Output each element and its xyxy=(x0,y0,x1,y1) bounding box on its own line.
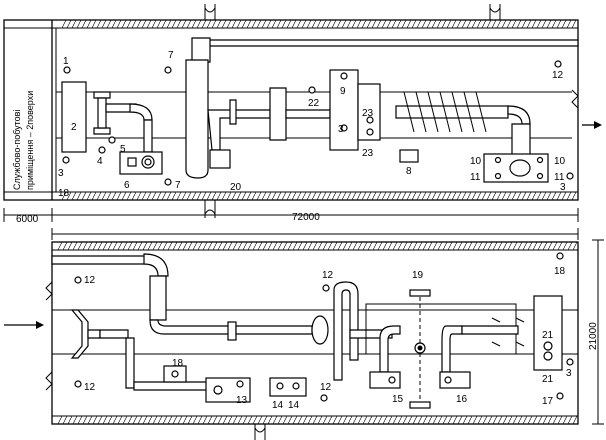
service-room-label-line2: приміщення – 2поверхи xyxy=(25,91,35,190)
svg-text:21: 21 xyxy=(542,374,554,385)
service-room-label: Службово-побутові xyxy=(12,110,22,190)
svg-text:20: 20 xyxy=(230,182,242,193)
dimension-total-length: 72000 xyxy=(292,212,320,223)
portal-mark-bottom xyxy=(254,424,266,440)
marker-holes-top xyxy=(62,60,574,186)
portal-marks-top xyxy=(204,4,501,218)
svg-text:17: 17 xyxy=(542,396,554,407)
svg-text:6: 6 xyxy=(124,180,130,191)
dimension-bay-width: 21000 xyxy=(588,322,599,350)
break-mark-left-2 xyxy=(45,371,53,391)
dimension-service-width: 6000 xyxy=(16,214,39,225)
svg-text:23: 23 xyxy=(362,148,374,159)
svg-text:15: 15 xyxy=(392,394,404,405)
equipment-23 xyxy=(357,83,381,141)
svg-text:22: 22 xyxy=(308,98,320,109)
equipment-6 xyxy=(119,151,163,175)
svg-text:8: 8 xyxy=(406,166,412,177)
top-return-pipe xyxy=(196,39,579,47)
bottom-bay-outline xyxy=(51,241,579,425)
svg-text:12: 12 xyxy=(322,270,334,281)
equipment-9 xyxy=(329,69,359,151)
equipment-14 xyxy=(269,377,307,397)
svg-text:5: 5 xyxy=(120,144,126,155)
svg-text:3: 3 xyxy=(58,168,64,179)
svg-text:3: 3 xyxy=(338,124,344,135)
svg-text:11: 11 xyxy=(554,172,565,183)
svg-text:14: 14 xyxy=(288,400,300,411)
svg-text:12: 12 xyxy=(552,70,564,81)
svg-text:11: 11 xyxy=(470,172,481,183)
svg-text:10: 10 xyxy=(554,156,566,167)
svg-text:3: 3 xyxy=(560,182,566,193)
equipment-15 xyxy=(369,371,401,389)
svg-text:1: 1 xyxy=(63,56,69,67)
svg-text:7: 7 xyxy=(168,50,174,61)
equipment-8 xyxy=(399,149,419,163)
break-mark-top xyxy=(571,89,579,109)
manifold-left xyxy=(70,309,89,359)
conveyor-screw xyxy=(403,91,487,133)
svg-text:21: 21 xyxy=(542,330,554,341)
svg-text:2: 2 xyxy=(71,122,77,133)
equipment-2 xyxy=(61,81,87,153)
dimension-lines: 6000 72000 21000 xyxy=(3,208,604,425)
marker-holes-bottom xyxy=(74,252,574,402)
svg-text:10: 10 xyxy=(470,156,482,167)
svg-text:18: 18 xyxy=(58,188,70,199)
bottom-bay: 12 12 12 12 18 13 14 14 19 15 16 21 21 1… xyxy=(4,241,579,440)
svg-text:19: 19 xyxy=(412,270,424,281)
svg-text:9: 9 xyxy=(340,86,346,97)
svg-text:18: 18 xyxy=(172,358,184,369)
wall-hatch-lines xyxy=(57,19,578,425)
inlet-pipe-top xyxy=(51,255,151,265)
equipment-labels-top: 1 2 3 4 5 6 7 7 18 20 22 9 3 23 23 8 10 … xyxy=(58,50,566,199)
conveyor xyxy=(395,105,509,119)
equipment-20 xyxy=(209,149,231,169)
svg-text:7: 7 xyxy=(175,180,181,191)
svg-text:12: 12 xyxy=(84,275,96,286)
wall-hatching xyxy=(57,19,578,425)
svg-text:12: 12 xyxy=(84,382,96,393)
svg-text:3: 3 xyxy=(566,368,572,379)
fan-unit xyxy=(311,315,329,345)
svg-text:4: 4 xyxy=(97,156,103,167)
svg-text:13: 13 xyxy=(236,395,248,406)
svg-text:14: 14 xyxy=(272,400,284,411)
equipment-16 xyxy=(439,371,471,389)
top-bay: Службово-побутові приміщення – 2поверхи xyxy=(3,4,602,218)
svg-text:12: 12 xyxy=(320,382,332,393)
svg-text:18: 18 xyxy=(554,266,566,277)
equipment-labels-bottom: 12 12 12 12 18 13 14 14 19 15 16 21 21 1… xyxy=(84,266,572,411)
svg-text:23: 23 xyxy=(362,108,374,119)
break-mark-left-1 xyxy=(45,281,53,301)
svg-text:16: 16 xyxy=(456,394,468,405)
